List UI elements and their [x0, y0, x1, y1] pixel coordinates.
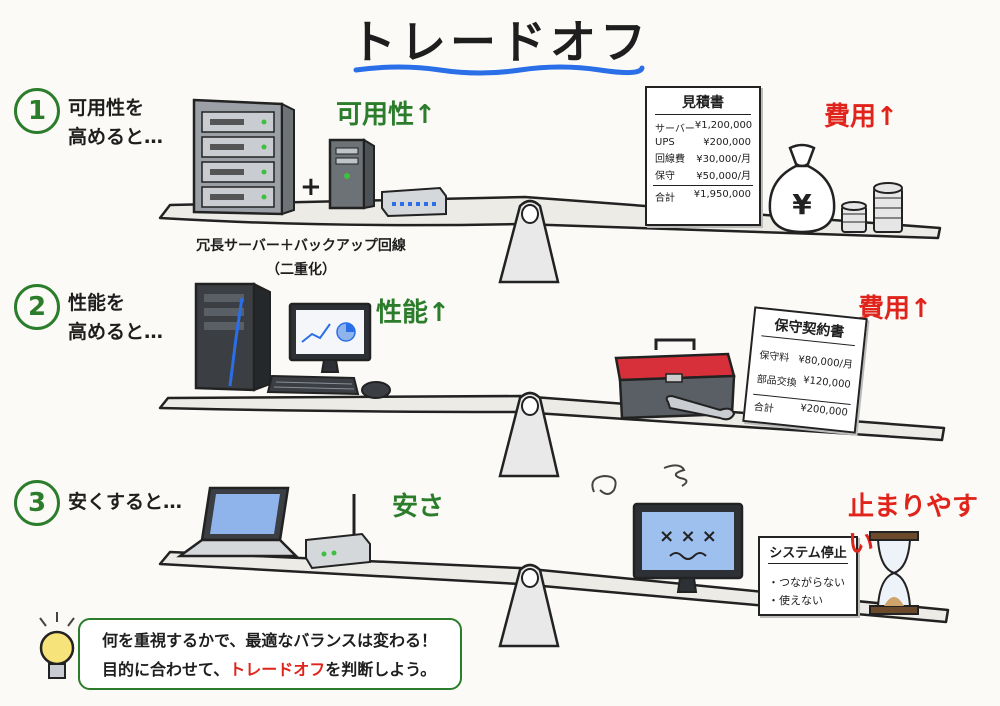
- scene1-caption-line1: 冗長サーバー＋バックアップ回線: [196, 238, 406, 254]
- mouse-icon: [361, 381, 391, 399]
- scene2-lead: 性能を 高めると…: [68, 289, 163, 347]
- network-switch-icon: [381, 186, 447, 218]
- estimate-row: 回線費¥30,000/月: [655, 154, 751, 165]
- estimate-row: サーバー¥1,200,000: [655, 120, 753, 135]
- estimate-title: 見積書: [655, 92, 751, 115]
- scene1-caption-line2: （二重化）: [266, 262, 336, 278]
- scene2-lead-line2: 高めると…: [68, 321, 164, 343]
- title-underline: [353, 64, 645, 76]
- scene1-caption: 冗長サーバー＋バックアップ回線 （二重化）: [176, 234, 426, 282]
- dizzy-swirl-icon: [591, 464, 688, 495]
- hourglass-icon: [869, 531, 919, 615]
- scene2-lead-line1: 性能を: [68, 292, 126, 314]
- estimate-total: 合計¥1,950,000: [653, 185, 753, 207]
- footer-message-box: 何を重視するかで、最適なバランスは変わる！ 目的に合わせて、トレードオフを判断し…: [78, 618, 462, 690]
- svg-text:¥: ¥: [792, 188, 812, 221]
- scene3-right-effect: 止まりやすい: [848, 492, 979, 559]
- scene2-left-effect: 性能↑: [376, 298, 450, 328]
- lightbulb-icon: [39, 612, 75, 679]
- footer-line2-pre: 目的に合わせて、: [102, 660, 230, 679]
- monitor-chart-icon: [288, 302, 372, 373]
- scene2-right-effect: 費用↑: [858, 294, 932, 324]
- router-icon: [305, 494, 371, 570]
- broken-monitor-icon: × × ×: [632, 502, 744, 593]
- pc-tower-icon: [194, 282, 271, 392]
- wrench-icon: [665, 394, 736, 421]
- system-stop-note: システム停止 ・つながらない ・使えない: [758, 536, 858, 616]
- scene3-lead-line1: 安くすると…: [68, 491, 183, 513]
- coin-stack-icon: [841, 182, 903, 233]
- system-stop-item: ・使えない: [768, 594, 823, 607]
- scene1-right-effect: 費用↑: [824, 102, 898, 132]
- desktop-tower-icon: [328, 138, 375, 210]
- footer-line2-post: を判断しよう。: [325, 660, 437, 679]
- page-title: トレードオフ: [350, 15, 650, 69]
- estimate-row: UPS¥200,000: [655, 137, 751, 148]
- scene1-left-effect: 可用性↑: [336, 100, 436, 130]
- scene3-lead: 安くすると…: [68, 488, 182, 517]
- laptop-icon: [176, 486, 300, 558]
- step-number-3: 3: [14, 480, 60, 526]
- step-number-1: 1: [14, 88, 60, 134]
- scene1-lead-line1: 可用性を: [68, 97, 145, 119]
- keyboard-icon: [266, 374, 360, 396]
- scene1-lead: 可用性を 高めると…: [68, 94, 163, 152]
- scene1-lead-line2: 高めると…: [68, 126, 164, 148]
- footer-line2-highlight: トレードオフ: [229, 660, 326, 679]
- svg-text:× × ×: × × ×: [659, 526, 717, 547]
- system-stop-item: ・つながらない: [768, 576, 845, 589]
- plus-sign: +: [300, 172, 322, 202]
- system-stop-title: システム停止: [768, 542, 848, 564]
- step-number-2: 2: [14, 284, 60, 330]
- yen-money-bag-icon: ¥: [768, 143, 836, 234]
- footer-line2: 目的に合わせて、トレードオフを判断しよう。: [102, 655, 460, 684]
- footer-line1: 何を重視するかで、最適なバランスは変わる！: [102, 631, 438, 650]
- estimate-document: 見積書 サーバー¥1,200,000 UPS¥200,000 回線費¥30,00…: [645, 86, 761, 226]
- server-rack-icon: [192, 98, 295, 216]
- scene3-left-effect: 安さ: [392, 492, 445, 522]
- estimate-row: 保守¥50,000/月: [655, 171, 751, 182]
